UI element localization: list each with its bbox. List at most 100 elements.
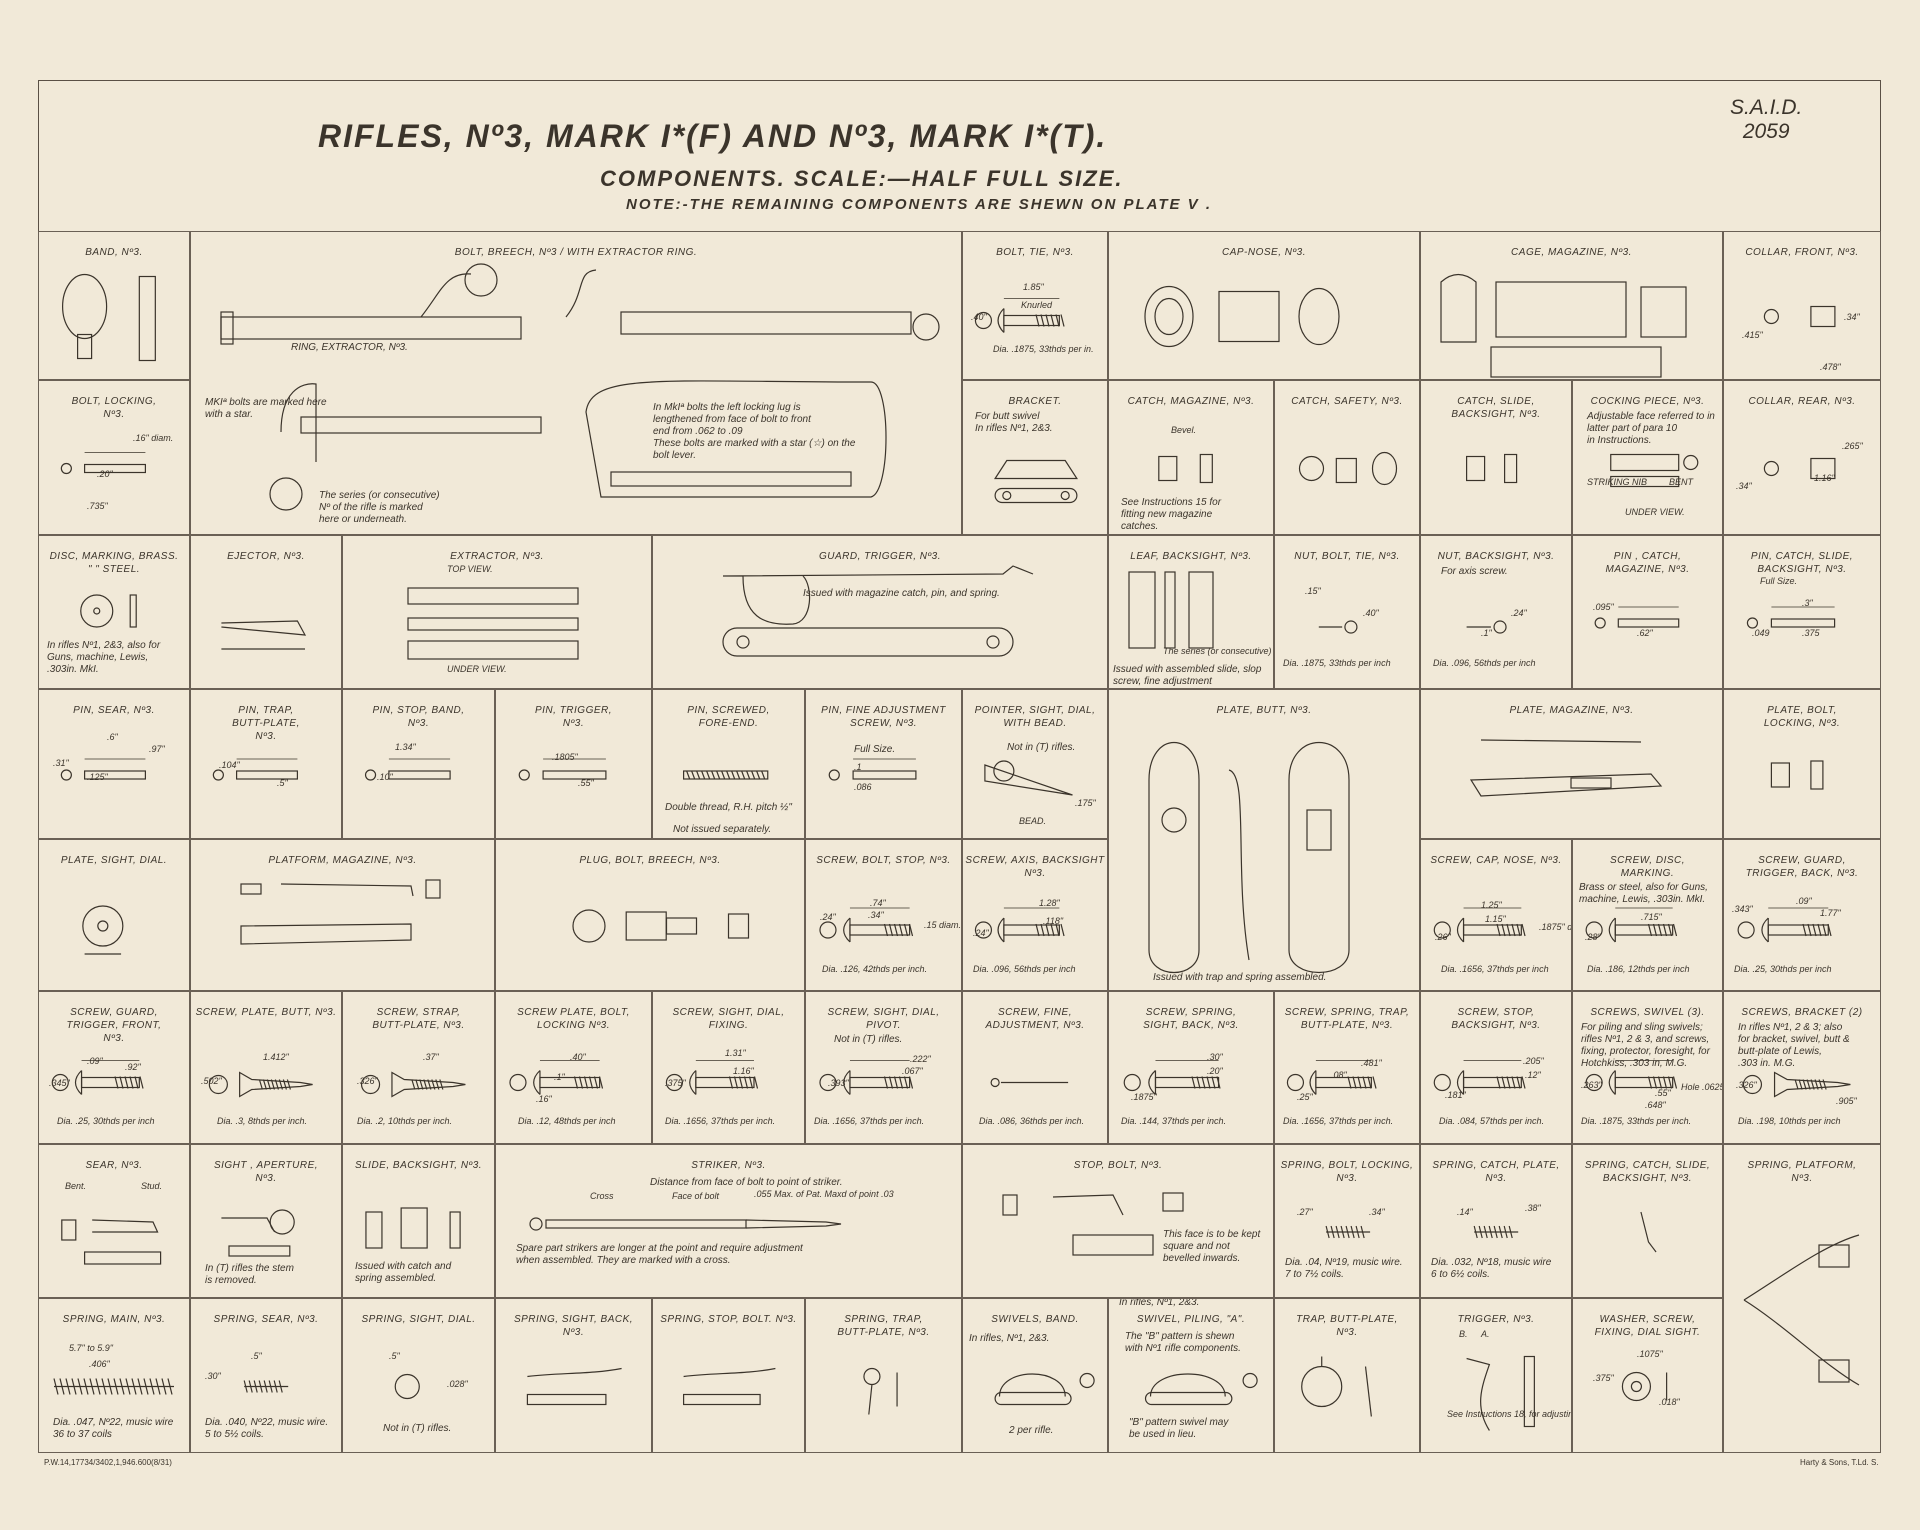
screw-thread (1672, 923, 1678, 937)
dimension-screw-guard-front-dia: Dia. .25, 30thds per inch (57, 1116, 155, 1126)
dimension-nut-back-b: .1" (1481, 628, 1492, 638)
note-bolt-lug: In MkIª bolts the left locking lug is le… (653, 402, 856, 461)
stop-rear-view (1162, 1192, 1184, 1212)
note-catch-mag-note: See Instructions 15 for fitting new maga… (1121, 497, 1222, 532)
screw-thread (1035, 314, 1040, 327)
component-label: WASHER, SCREW, FIXING, DIAL SIGHT. (1594, 1314, 1701, 1338)
note-screw-disc-note: Brass or steel, also for Guns, machine, … (1579, 882, 1708, 905)
screw-thread (114, 1076, 119, 1089)
component-drawing-spring-trap (863, 1367, 898, 1415)
extractor-under-view (407, 640, 579, 660)
screw-thread (1516, 1076, 1521, 1089)
screw-thread (1807, 923, 1812, 937)
screw-thread (1206, 1076, 1211, 1089)
component-cell-catch-safety: CATCH, SAFETY, Nº3. (1274, 380, 1420, 535)
pin-thread (731, 770, 736, 780)
component-cell-screws-bracket: SCREWS, BRACKET (2)In rifles Nº1, 2 & 3;… (1723, 991, 1881, 1144)
note-screw-pivot-note: Not in (T) rifles. (834, 1034, 903, 1045)
screw-thread (1050, 314, 1055, 327)
screw-head (1608, 1070, 1616, 1095)
woodscrew-thread (1822, 1079, 1827, 1090)
screw-head (843, 1070, 851, 1095)
screw-head (1761, 917, 1769, 943)
screw-thread (1667, 923, 1673, 937)
dimension-screw-pivot-dia: Dia. .1656, 37thds per inch. (814, 1116, 925, 1126)
note-cocking-note: Adjustable face referred to in latter pa… (1587, 411, 1715, 446)
capnose-end-view (1144, 285, 1194, 348)
band-side-view (138, 275, 156, 362)
component-drawing-trap-butt (1301, 1356, 1372, 1417)
screw-thread (1040, 314, 1045, 327)
screw-thread (593, 1076, 599, 1089)
note-bolt-star: MKIª bolts are marked here with a star. (205, 397, 327, 420)
component-cell-plug-bolt: PLUG, BOLT, BREECH, Nº3. (495, 839, 805, 991)
dimension-screw-stop-a: .205" (1523, 1056, 1544, 1066)
dimension-swivel-a: .263" (1581, 1080, 1602, 1090)
dimension-swivel-b: .55" (1655, 1088, 1671, 1098)
pin-thread (756, 770, 761, 780)
dimension-hole-note: Hole .0625 × .5 to .25 deep. (1681, 1082, 1723, 1092)
washer-face (1621, 1371, 1652, 1402)
component-label: SCREW, CAP, NOSE, Nº3. (1430, 855, 1562, 866)
note-full-size: Full Size. (854, 744, 896, 755)
component-label: COLLAR, REAR, Nº3. (1748, 396, 1856, 407)
striker-end (529, 1217, 543, 1231)
dimension-screw-plate-butt-b: .502" (201, 1076, 222, 1086)
sheet-reference: S.A.I.D. 2059 (1730, 96, 1802, 144)
dimension-screw-spring-sight-b: .20" (1207, 1066, 1223, 1076)
swivel-base (994, 1391, 1072, 1406)
component-label: SPRING, CATCH, SLIDE, BACKSIGHT, Nº3. (1584, 1160, 1711, 1184)
component-cell-plate-bolt-locking: PLATE, BOLT, LOCKING, Nº3. (1723, 689, 1881, 839)
component-label: SCREW, STOP, BACKSIGHT, Nº3. (1451, 1007, 1541, 1031)
dimension-striker-max: .055 Max. of Pat. Maxd of point .03 (754, 1189, 894, 1199)
dimension-bolt-tie-knurled: Knurled (1021, 300, 1053, 310)
screw-thread (1362, 1076, 1367, 1089)
screw-thread (1357, 1076, 1362, 1089)
note-guard-note: Issued with magazine catch, pin, and spr… (803, 588, 1000, 599)
component-drawing-pointer-sight (984, 760, 1073, 796)
component-label: COCKING PIECE, Nº3. (1590, 396, 1705, 407)
component-label: SWIVEL, PILING, "A". (1136, 1314, 1246, 1325)
component-drawing-screw-guard-front (51, 1060, 144, 1095)
dimension-screw-stop-c: .181" (1445, 1090, 1466, 1100)
pin-thread (741, 770, 746, 780)
screw-thread (1060, 923, 1065, 937)
dimension-screw-spring-trap-c: .25" (1297, 1092, 1313, 1102)
pin-thread (751, 770, 756, 780)
screw-thread (1506, 1076, 1511, 1089)
component-label: CAGE, MAGAZINE, Nº3. (1511, 247, 1632, 258)
guard-trigger-plan (722, 627, 1014, 657)
dimension-screw-sight-fixing-dia: Dia. .1656, 37thds per inch. (665, 1116, 776, 1126)
component-label: BOLT, LOCKING, Nº3. (71, 396, 157, 420)
component-cell-pin-fine-adjustment: PIN, FINE ADJUSTMENT SCREW, Nº3.Full Siz… (805, 689, 962, 839)
screw-thread (1667, 1076, 1673, 1089)
disc-hole (93, 607, 101, 615)
screw-end-view (1585, 921, 1603, 939)
dimension-screw-stop-b: .12" (1525, 1070, 1541, 1080)
screw-thread (1060, 314, 1065, 327)
part-view (1465, 455, 1486, 482)
note-ring-extractor: RING, EXTRACTOR, Nº3. (291, 342, 408, 353)
capnose-bore (1154, 297, 1184, 336)
sear-side-view (92, 1219, 159, 1233)
component-cell-sight-aperture: SIGHT , APERTURE, Nº3.In (T) rifles the … (190, 1144, 342, 1298)
extractor-top-view (407, 587, 579, 605)
screw-thread (893, 923, 899, 937)
screw-thread (1521, 923, 1526, 937)
component-cell-screw-disc: SCREW, DISC, MARKING.Brass or steel, als… (1572, 839, 1723, 991)
dimension-pin-catch-mag-b: .62" (1637, 628, 1653, 638)
note-swivel-piling-top: In rifles, Nº1, 2&3. (1119, 1298, 1200, 1308)
plug-thread (665, 917, 698, 935)
component-cell-screw-stop: SCREW, STOP, BACKSIGHT, Nº3. .205" .12" .18… (1420, 991, 1572, 1144)
screw-thread (1191, 1076, 1196, 1089)
screw-thread (1657, 1076, 1663, 1089)
collar-side-view (1810, 305, 1836, 328)
component-cell-screw-spring-trap: SCREW, SPRING, TRAP, BUTT-PLATE, Nº3..48… (1274, 991, 1420, 1144)
woodscrew-thread (431, 1079, 436, 1090)
pin-body (1770, 618, 1836, 628)
screw-thread (1055, 923, 1060, 937)
dimension-screw-cap-d: .26" (1435, 932, 1451, 942)
dimension-pin-trap-a: .104" (219, 760, 240, 770)
bolt-knob-detail (269, 477, 303, 511)
dial-plate-centre (97, 920, 109, 932)
